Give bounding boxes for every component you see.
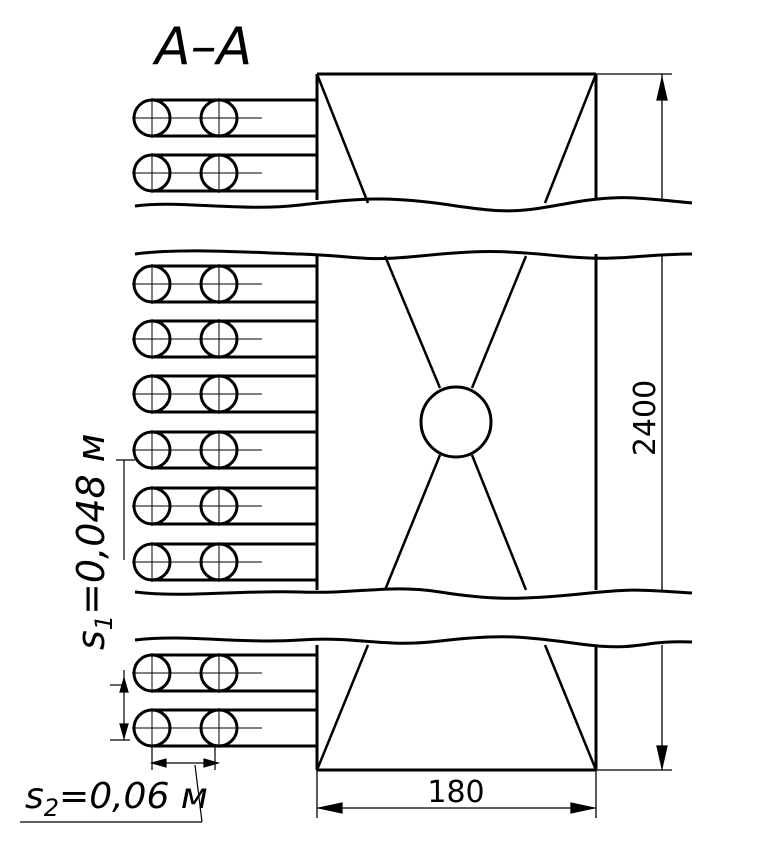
- height-dimension: [596, 73, 672, 771]
- width-value: 180: [427, 775, 484, 810]
- s1-dimension: [110, 459, 135, 741]
- casing: [315, 72, 598, 772]
- break-lines: [134, 196, 693, 649]
- section-label: A–A: [152, 17, 252, 77]
- height-value: 2400: [628, 380, 663, 456]
- s1-label: s1=0,048 м: [69, 434, 118, 650]
- tube-bundle: [132, 98, 317, 748]
- width-dimension: [316, 770, 597, 818]
- central-core: [419, 385, 493, 459]
- internal-bracing: [315, 73, 598, 771]
- s2-dimension: [20, 745, 221, 823]
- s2-label: s2=0,06 м: [25, 776, 208, 822]
